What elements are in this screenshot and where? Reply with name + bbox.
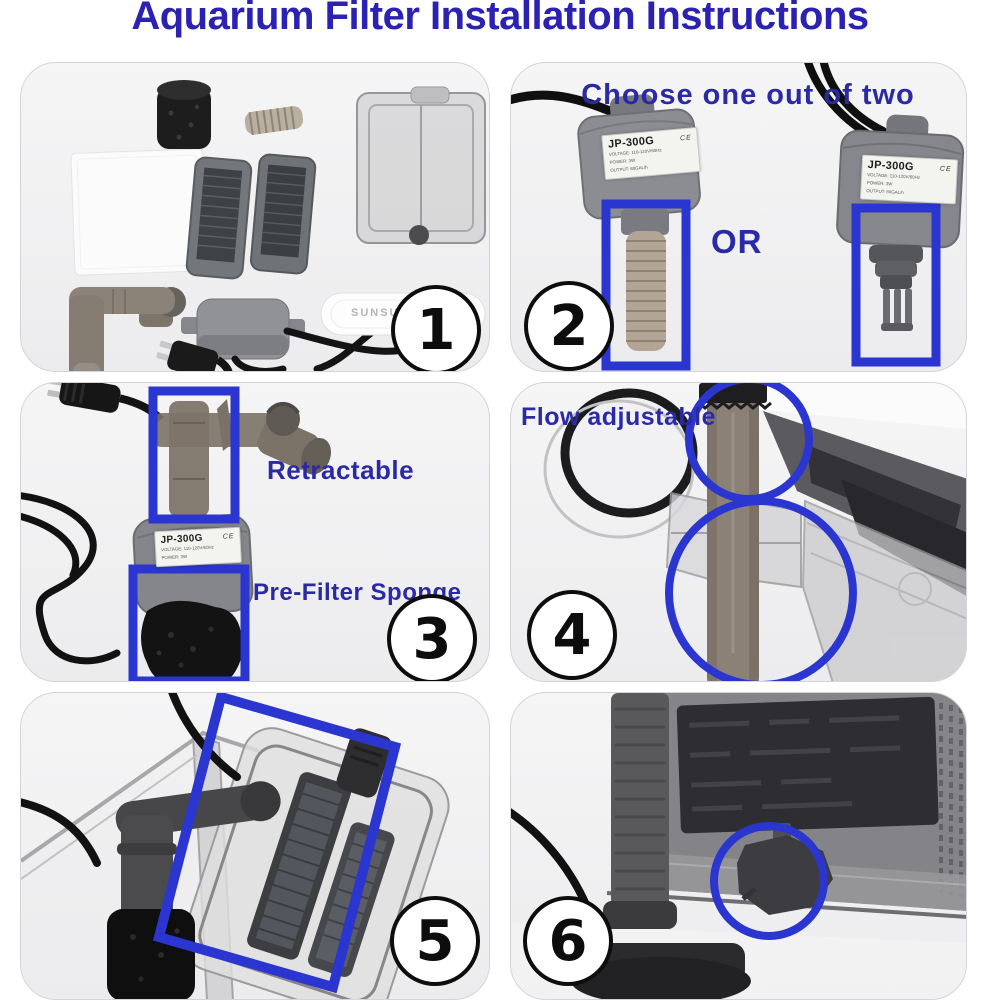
mesh-texture xyxy=(939,703,963,897)
highlight-rect-left-stem xyxy=(601,199,691,371)
panel-step-5: 5 xyxy=(20,692,490,1000)
step-badge-5: 5 xyxy=(390,896,480,986)
cord xyxy=(511,808,591,911)
step-number-4: 4 xyxy=(552,602,592,668)
highlight-circle-bottom xyxy=(665,497,857,681)
step3-pump-ce-mark: CE xyxy=(222,533,235,541)
cord-loops xyxy=(21,492,121,665)
sponge-roll xyxy=(157,80,211,149)
step3-pump-label: JP-300G CE VOLTAGE: 110-120V/60Hz POWER:… xyxy=(154,526,242,568)
pre-filter-sponge xyxy=(141,600,243,681)
suction-cup-photo xyxy=(511,693,966,999)
step-badge-1: 1 xyxy=(391,285,481,371)
highlight-rect-sponge xyxy=(128,564,250,681)
panel-step-6: 6 xyxy=(510,692,967,1000)
or-label: OR xyxy=(711,223,763,260)
intake-sponge xyxy=(107,909,195,999)
step-badge-6: 6 xyxy=(523,896,613,986)
elbow-tube xyxy=(69,287,186,371)
step-badge-4: 4 xyxy=(527,590,617,680)
highlight-rect-tube xyxy=(148,386,240,524)
step-number-6: 6 xyxy=(548,908,588,974)
highlight-rect-cartridges xyxy=(152,693,402,994)
plug-top-left xyxy=(47,383,164,423)
cords xyxy=(21,693,241,867)
page-title: Aquarium Filter Installation Instruction… xyxy=(131,0,869,38)
right-pump-model: JP-300G xyxy=(867,158,915,174)
parts-photo xyxy=(69,80,486,371)
pump-assembly-photo xyxy=(21,383,332,681)
highlight-circle-suction-cup xyxy=(710,822,828,940)
left-pump-stem xyxy=(621,209,669,351)
filter-cartridge-left xyxy=(185,156,253,280)
pump-photo xyxy=(181,298,305,360)
flow-adjustable-label: Flow adjustable xyxy=(521,403,717,431)
left-pump-ce-mark: CE xyxy=(679,133,693,142)
step-badge-3: 3 xyxy=(387,594,477,681)
intake-tube xyxy=(698,383,772,681)
panel-step-1: SUNSUN HBL-302 1 xyxy=(20,62,490,372)
highlight-rect-right-stem xyxy=(851,203,941,367)
step3-pump-model: JP-300G xyxy=(160,532,203,546)
tube-and-base xyxy=(571,693,751,999)
right-pump-ce-mark: CE xyxy=(939,165,952,173)
power-plug xyxy=(156,340,234,371)
panel-step-2: Choose one out of two OR JP-300G CE VOLT… xyxy=(510,62,967,372)
threaded-connector xyxy=(244,106,304,136)
panel-step-4: Flow adjustable 4 xyxy=(510,382,967,682)
panel-step-3: Retractable Pre-Filter Sponge JP-300G CE… xyxy=(20,382,490,682)
step-badge-2: 2 xyxy=(524,281,614,371)
right-pump-spec-output: OUTPUT: 80GAL/h xyxy=(866,188,904,196)
filter-cartridge-right xyxy=(249,153,317,275)
filter-housing xyxy=(356,86,486,245)
right-pump-label: JP-300G CE VOLTAGE: 110-120V/60Hz POWER:… xyxy=(859,154,959,205)
left-pump-label: JP-300G CE VOLTAGE: 110-120V/60Hz POWER:… xyxy=(601,126,701,181)
step-number-2: 2 xyxy=(549,293,589,359)
choose-heading: Choose one out of two xyxy=(581,79,915,111)
hang-on-tank-photo xyxy=(21,693,450,999)
suction-cup xyxy=(737,823,833,915)
retractable-label: Retractable xyxy=(267,455,415,485)
step-number-3: 3 xyxy=(412,606,452,672)
step-number-5: 5 xyxy=(415,908,455,974)
flow-adjust-photo xyxy=(543,383,966,681)
step3-pump-spec-power: POWER: 3W xyxy=(161,554,188,561)
telescoping-tube xyxy=(169,401,209,517)
right-pump-stem xyxy=(869,245,923,331)
step-number-1: 1 xyxy=(416,297,456,363)
